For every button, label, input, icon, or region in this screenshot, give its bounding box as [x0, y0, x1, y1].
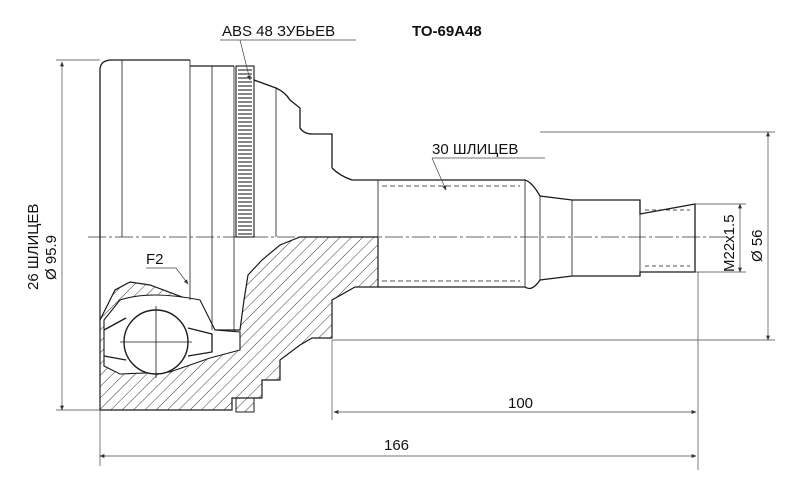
shaft: [377, 179, 696, 290]
abs-ring-teeth: [238, 69, 252, 235]
housing-outline: [99, 59, 378, 238]
length-total-label: 166: [384, 437, 409, 454]
shaft-splines-label: 30 ШЛИЦЕВ: [432, 141, 518, 158]
housing-section: [99, 236, 379, 413]
abs-teeth-label: ABS 48 ЗУБЬЕВ: [222, 23, 335, 40]
thread-label: M22x1.5: [721, 214, 738, 272]
dimensions: [56, 39, 775, 470]
length-shaft-label: 100: [508, 395, 533, 412]
outer-splines-label: 26 ШЛИЦЕВ: [25, 204, 42, 290]
marker-f2-label: F2: [146, 251, 164, 268]
shaft-diameter-label: Ø 56: [749, 229, 766, 262]
outer-diameter-label: Ø 95.9: [43, 235, 60, 280]
part-number: TO-69A48: [412, 23, 482, 40]
